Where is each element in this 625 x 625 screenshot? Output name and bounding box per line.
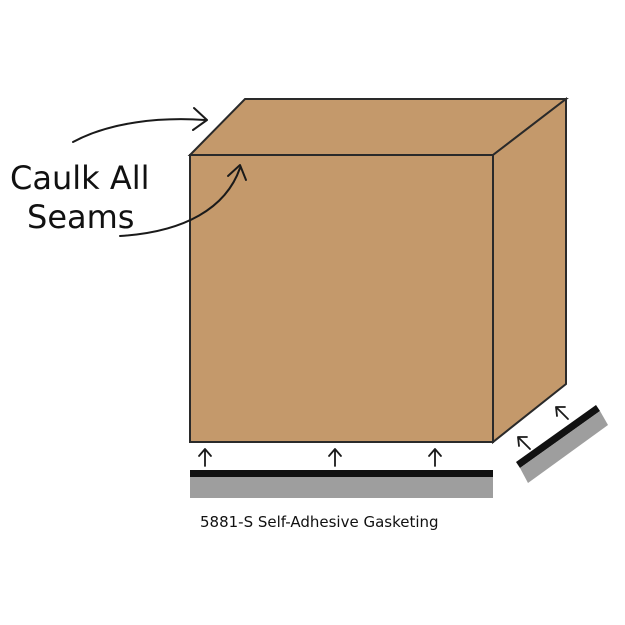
cardboard-box xyxy=(187,96,569,445)
callout-arrow-top xyxy=(72,107,208,143)
up-arrow-icon xyxy=(428,448,442,467)
callout-line-1: Caulk All xyxy=(10,159,150,197)
box-side-face xyxy=(492,96,567,445)
diagonal-arrow-icon xyxy=(555,406,569,420)
callout-line-2: Seams xyxy=(27,198,134,236)
side-gasket-adhesive xyxy=(516,405,600,468)
caption-label: 5881-S Self-Adhesive Gasketing xyxy=(200,513,439,531)
callout-arrow-seam xyxy=(119,164,247,237)
side-gasket-strip xyxy=(516,405,608,483)
up-arrow-icon xyxy=(198,448,212,467)
side-gasket-backing xyxy=(520,411,608,483)
bottom-gasket-adhesive xyxy=(190,470,493,477)
up-arrow-icon xyxy=(328,448,342,467)
diagonal-arrow-icon xyxy=(517,436,531,450)
box-front-face xyxy=(189,154,494,443)
bottom-gasket-backing xyxy=(190,477,493,498)
bottom-gasket-strip xyxy=(190,470,493,498)
